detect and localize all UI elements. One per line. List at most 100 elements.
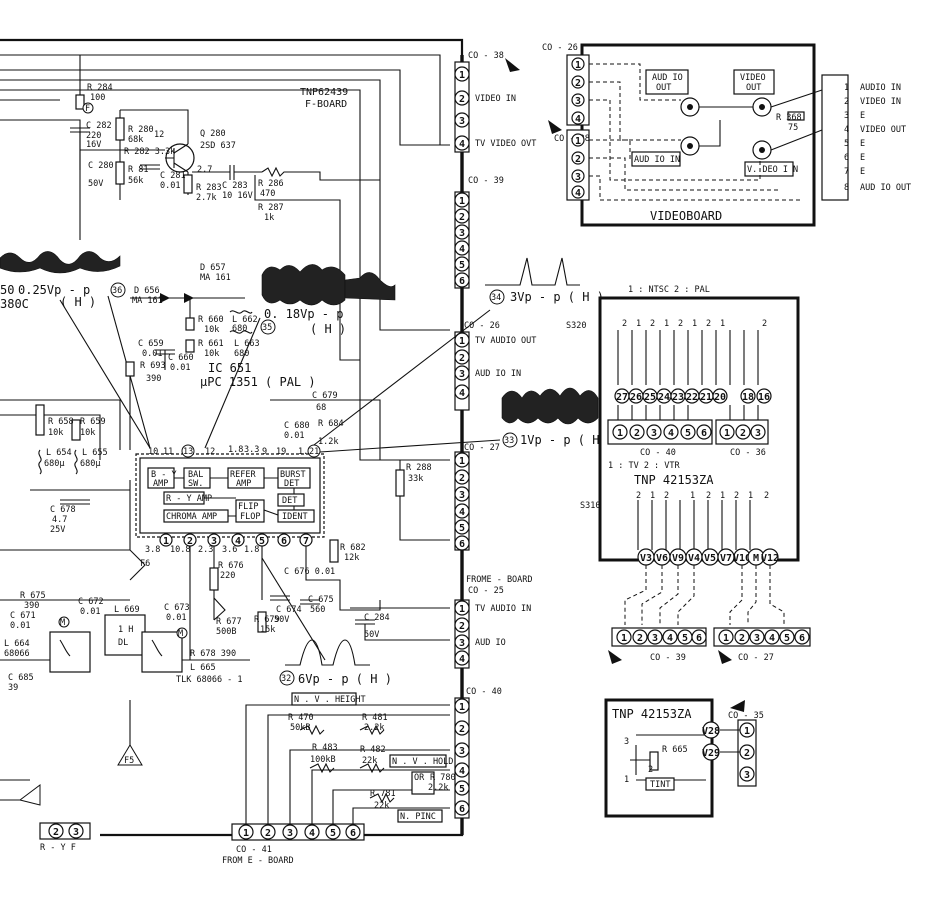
svg-text:1: 1 [748,491,753,501]
svg-text:5: 5 [459,523,465,534]
svg-text:6: 6 [459,539,465,550]
switch-legend-1: 1 : NTSC 2 : PAL [628,285,710,295]
c282-voltage: 16V [86,140,101,150]
co41-from-label: FROM E - BOARD [222,856,294,866]
r677-label: R 677 [216,617,242,627]
svg-text:1: 1 [844,83,849,93]
bottom-co27-label: CO - 27 [738,653,774,663]
switch-co36-label: CO - 36 [730,448,766,458]
svg-text:2: 2 [844,97,849,107]
co38-pin-2: 2 [454,90,470,106]
c679-value: 68 [316,403,326,413]
co40-label: CO - 40 [466,687,502,697]
w36-sub: ( H ) [60,295,96,309]
svg-text:3: 3 [459,638,465,649]
svg-text:1: 1 [621,633,627,644]
m-marker-2: M [178,629,183,639]
svg-text:2: 2 [459,353,465,364]
w35-text: 0. 18Vp - p [264,307,343,321]
svg-text:3: 3 [459,116,465,127]
svg-text:2: 2 [636,491,641,501]
tint-box [645,777,675,791]
switch-co40-pins: 1 2 3 4 5 6 [612,424,712,440]
svg-text:2: 2 [664,491,669,501]
w35-circle: 35 [262,323,272,333]
svg-text:5: 5 [459,260,465,271]
svg-text:V10: V10 [733,553,751,564]
svg-text:3: 3 [287,828,293,839]
r665-label: R 665 [662,745,688,755]
f-marker: F [85,104,90,114]
l655-value: 680µ [80,459,100,469]
co25-label: CO - 25 [468,586,504,596]
waveform-36 [0,251,121,274]
svg-text:3: 3 [651,428,657,439]
video-board-outline [580,43,816,227]
nv-hold-box [389,754,447,768]
q280-label: Q 280 [200,129,226,139]
r368-value: 75 [788,123,798,133]
co38-pin2-label: VIDEO IN [475,94,516,104]
dl-sub: DL [118,638,128,648]
svg-text:21: 21 [309,447,319,457]
r676-label: R 676 [218,561,244,571]
svg-text:E: E [860,111,865,121]
r675-value: 390 [24,601,39,611]
svg-text:3: 3 [744,770,750,781]
c281-value: 0.01 [160,181,180,191]
audio-out-box [645,69,689,95]
node-2-7: 2.7 [197,165,212,175]
svg-text:3: 3 [755,428,761,439]
video-in-box [744,161,794,177]
n-pinc-label: N. PINC [400,812,436,822]
svg-text:4: 4 [309,828,315,839]
svg-text:6: 6 [350,828,356,839]
diode-section [125,293,381,460]
w34-circle: 34 [491,293,501,303]
refer-amp-sub: AMP [236,479,251,489]
svg-text:24: 24 [658,392,670,403]
r282-label: R 282 3.3k [124,147,175,157]
c673-value: 0.01 [166,613,186,623]
w35-sub: ( H ) [310,322,346,336]
svg-text:1.8: 1.8 [228,445,243,455]
svg-text:1: 1 [243,828,249,839]
svg-text:V7: V7 [720,553,732,564]
svg-text:2: 2 [622,319,627,329]
co25-pin1-label: TV AUDIO IN [475,604,531,614]
r286-value: 470 [260,189,275,199]
svg-text:7: 7 [303,536,309,547]
delay-line-section [0,599,240,806]
svg-text:2: 2 [459,94,465,105]
c678-label: C 678 [50,505,76,515]
r780-value: 2.2k [428,783,448,793]
svg-text:26: 26 [630,392,642,403]
svg-text:5: 5 [330,828,336,839]
c283-label: C 283 [222,181,248,191]
r-y-amp-label: R - Y AMP [166,494,212,504]
co38-pin4-label: TV VIDEO OVT [475,139,536,149]
svg-text:27: 27 [616,392,628,403]
svg-text:4: 4 [459,654,465,665]
svg-text:3: 3 [459,369,465,380]
board-name: F-BOARD [305,99,347,110]
r287-value: 1k [264,213,274,223]
c280-voltage: 50V [88,179,103,189]
l663-label: L 663 [234,339,260,349]
svg-text:3.6: 3.6 [222,545,237,555]
nv-height-box [291,692,357,706]
tint-num-3: 3 [624,737,629,747]
svg-text:2: 2 [764,491,769,501]
co27-label: CO - 27 [464,443,500,453]
svg-text:2: 2 [706,491,711,501]
svg-text:3: 3 [73,827,79,838]
waveform-32 [285,639,370,666]
svg-text:21: 21 [700,392,712,403]
r283-value: 2.7k [196,193,216,203]
co26-pin3-label: AUD IO IN [475,369,521,379]
dl-label: 1 H [118,625,133,635]
co25-from-label: FROME - BOARD [466,575,533,585]
switch-legend-2: 1 : TV 2 : VTR [608,461,681,471]
c678-value: 4.7 [52,515,67,525]
d656-label: D 656 [134,286,160,296]
